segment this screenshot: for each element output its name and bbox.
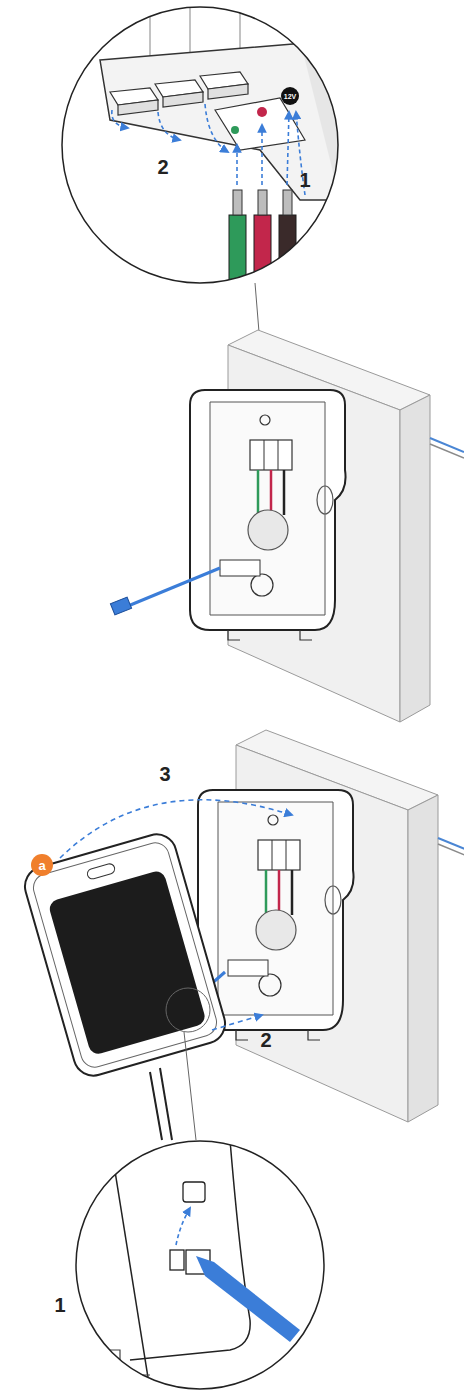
terminal-label: 12V bbox=[284, 93, 296, 100]
callout-number: 2 bbox=[157, 157, 168, 177]
callout-number: 1 bbox=[299, 170, 310, 190]
step-badge: a bbox=[31, 854, 53, 876]
callout-number: 1 bbox=[54, 1295, 65, 1315]
callout-number: 2 bbox=[260, 1030, 271, 1050]
badge-letter: a bbox=[38, 859, 45, 872]
callout-number: 3 bbox=[159, 764, 170, 784]
